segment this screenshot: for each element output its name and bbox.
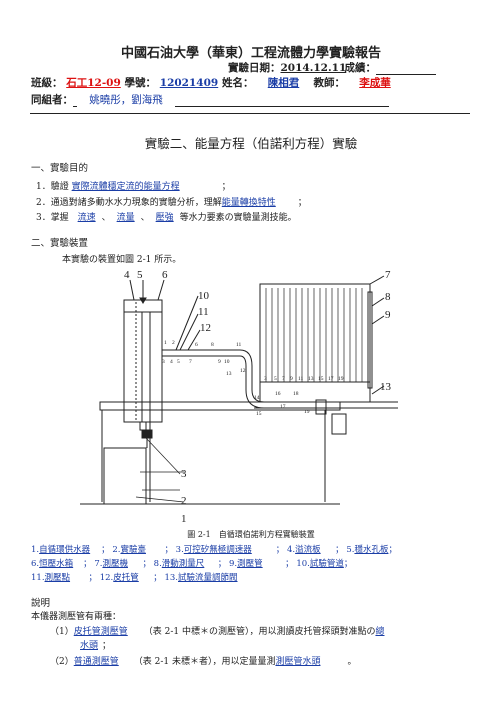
svg-text:14: 14	[254, 395, 260, 401]
teacher-label: 教師：	[313, 77, 346, 89]
purpose-item-1: 1．驗證 實際流體穩定流的能量方程；	[36, 182, 231, 192]
notes-item-2: （2）普通測壓管（表 2-1 未標＊者），用以定量量測測壓管水頭。	[50, 657, 357, 667]
svg-text:7: 7	[189, 359, 192, 365]
svg-text:10: 10	[224, 359, 230, 365]
name-value: 陳相君	[267, 77, 300, 89]
svg-text:19: 19	[338, 376, 344, 382]
svg-text:17: 17	[280, 404, 286, 410]
constant-head-tank	[123, 299, 163, 423]
score-label: 成績：	[344, 62, 377, 74]
label-12: 12	[200, 322, 211, 334]
piezometer-board	[259, 283, 371, 403]
svg-text:7: 7	[282, 376, 285, 382]
date-label: 實驗日期：	[228, 62, 281, 74]
legend-row-3: 11.測壓點； 12.皮托管； 13.試驗流量調節閥	[31, 573, 238, 583]
label-7: 7	[385, 269, 391, 281]
svg-text:3: 3	[162, 359, 165, 365]
figure-caption: 圖 2-1 自循環伯諾利方程實驗裝置	[187, 530, 315, 539]
name-label: 姓名：	[222, 77, 254, 89]
section1-heading: 一、實驗目的	[31, 163, 89, 174]
class-value: 石工12-09	[66, 77, 121, 89]
svg-text:9: 9	[290, 376, 293, 382]
section2-heading: 二、實驗裝置	[31, 238, 89, 249]
svg-text:5: 5	[274, 376, 277, 382]
svg-text:15: 15	[256, 411, 262, 417]
svg-text:19: 19	[304, 409, 310, 415]
score-value	[376, 63, 436, 75]
svg-text:18: 18	[293, 391, 299, 397]
notes-heading: 說明	[31, 598, 51, 609]
notes-item-1-cont: 水頭；	[80, 641, 112, 651]
label-2: 2	[181, 495, 187, 507]
experiment-title: 實驗二、能量方程（伯諾利方程）實驗	[144, 136, 358, 151]
svg-text:5: 5	[177, 359, 180, 365]
purpose-item-3: 3．掌握 流速、流量、壓強等水力要素の實驗量測技能。	[36, 213, 297, 223]
teacher-value: 李成華	[359, 77, 391, 89]
label-3: 3	[181, 468, 187, 480]
svg-text:6: 6	[195, 342, 198, 348]
svg-text:1: 1	[164, 340, 167, 346]
label-8: 8	[385, 291, 391, 303]
legend-row-1: 1.自循環供水器； 2.實驗臺； 3.可控矽無極調速器； 4.溢流板； 5.穩水…	[31, 545, 397, 555]
group-value: 姚曉彤，劉海飛	[89, 94, 163, 106]
label-13: 13	[380, 381, 392, 393]
supply-tank	[103, 447, 147, 505]
label-5: 5	[137, 269, 143, 281]
label-1: 1	[181, 513, 187, 525]
group-label: 同組者：	[31, 94, 73, 106]
svg-text:3: 3	[264, 376, 267, 382]
svg-text:13: 13	[226, 371, 232, 377]
label-9: 9	[385, 309, 391, 321]
id-label: 學號：	[124, 77, 157, 89]
svg-text:17: 17	[328, 376, 334, 382]
label-6: 6	[162, 269, 168, 281]
svg-text:13: 13	[308, 376, 314, 382]
svg-text:11: 11	[298, 376, 304, 382]
notes-intro: 本儀器測壓管有兩種：	[31, 612, 122, 622]
svg-text:4: 4	[170, 359, 173, 365]
date-row: 實驗日期：2014.12.11成績：	[228, 60, 436, 75]
notes-item-1: （1）皮托管測壓管（表 2-1 中標＊の測壓管），用以測讀皮托管探頭對准點の總	[50, 627, 385, 637]
svg-text:16: 16	[275, 391, 281, 397]
section2-intro: 本實驗の裝置如圖 2-1 所示。	[62, 255, 182, 265]
sliding-scale	[367, 291, 373, 389]
class-label: 班級：	[31, 77, 63, 89]
report-title: 中國石油大學（華東）工程流體力學實驗報告	[120, 46, 381, 61]
legend-row-2: 6.恒壓水箱； 7.測壓機； 8.滑動測量尺； 9.測壓管； 10.試驗管道；	[31, 559, 353, 569]
svg-text:15: 15	[318, 376, 324, 382]
label-4: 4	[124, 269, 130, 281]
label-10: 10	[198, 290, 210, 302]
date-value: 2014.12.11	[280, 62, 347, 74]
svg-text:12: 12	[240, 368, 246, 374]
svg-text:9: 9	[218, 359, 221, 365]
svg-text:8: 8	[211, 342, 214, 348]
label-11: 11	[198, 306, 209, 318]
svg-text:2: 2	[172, 340, 175, 346]
svg-text:11: 11	[236, 342, 242, 348]
group-row: 同組者： 姚曉彤，劉海飛	[31, 92, 389, 107]
experiment-table	[99, 401, 341, 411]
id-value: 12021409	[159, 77, 219, 89]
purpose-item-2: 2．通過對諸多動水水力現象的實驗分析，理解能量轉換特性；	[36, 198, 307, 208]
header-rule	[30, 113, 470, 114]
